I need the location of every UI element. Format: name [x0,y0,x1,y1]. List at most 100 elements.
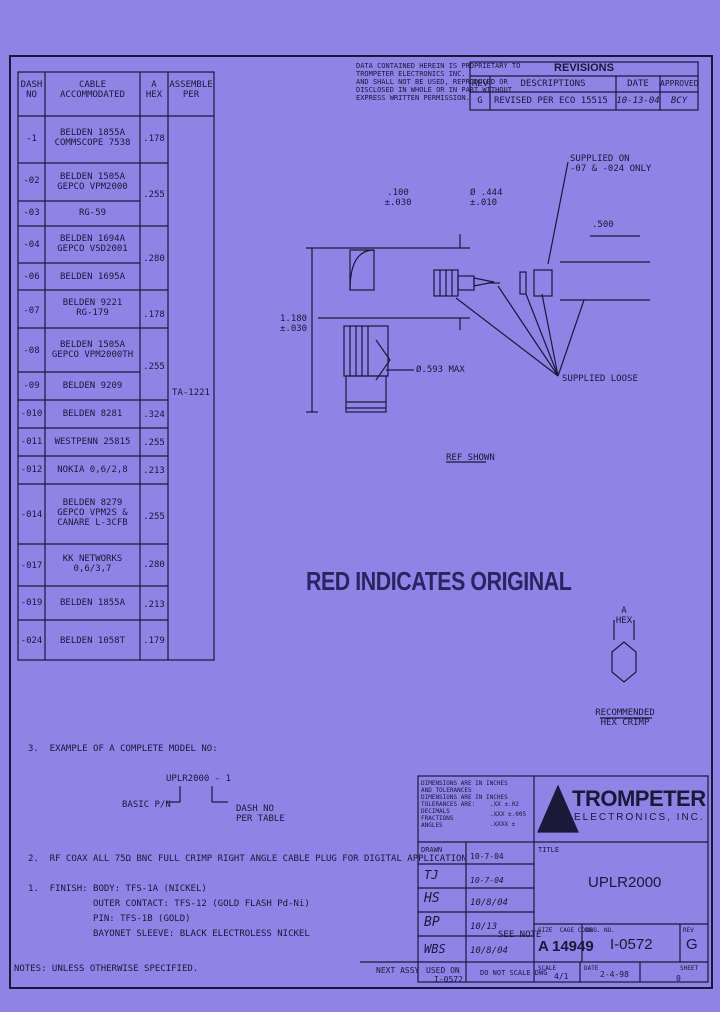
hex-value: .280 [143,560,165,570]
cable-row-5: BELDEN 1695A [59,272,126,282]
hex-value: .255 [143,362,165,372]
basic-pn: BASIC P/N [122,800,171,810]
dim-max: Ø.593 MAX [416,365,465,375]
dwg-label: DWG. NO. [586,927,615,934]
do-not-scale: DO NOT SCALE DWG [480,969,548,977]
header-dash: DASH NO [20,80,43,100]
dash-row-14: -019 [20,598,43,608]
trompeter-logo-text: TROMPETER [572,786,706,811]
date-header: DATE [627,79,649,89]
ref-label: REF SHOWN [446,453,495,463]
hex-value: .179 [143,636,165,646]
approved-value: BCY [670,96,688,106]
proprietary-note: DATA CONTAINED HEREIN IS PROPRIETARY TO … [356,62,521,102]
see-note: SEE NOTE [498,930,542,940]
drawing-title: UPLR2000 [588,874,662,891]
signature-4-date: 10/8/04 [470,946,508,956]
dash-row-7: -08 [23,346,40,356]
cable-row-6: BELDEN 9221 RG-179 [62,298,123,318]
cable-row-15: BELDEN 1058T [59,636,126,646]
date-value: 10-13-04 [616,96,660,106]
dash-row-11: -012 [20,465,43,475]
approved-header: APPROVED [660,79,699,88]
title-label: TITLE [538,846,560,854]
dash-row-5: -06 [23,272,40,282]
hex-value: .178 [143,134,165,144]
dim-width: .100 ±.030 [384,188,412,208]
dash-row-4: -04 [23,240,40,250]
cable-row-4: BELDEN 1694A GEPCO VSD2001 [57,234,128,254]
note-supplied-on: SUPPLIED ON -07 & -024 ONLY [570,154,652,174]
sheet-label: SHEET [680,965,699,972]
hex-value: .255 [143,438,165,448]
cage-code: 14949 [552,938,594,955]
drawn-date: 10-7-04 [470,852,504,861]
header-assemble: ASSEMBLE PER [169,80,213,100]
rev-block: G [686,936,698,953]
cable-row-8: BELDEN 9209 [62,381,123,391]
dash-row-3: -03 [23,208,40,218]
signature-4: WBS [424,942,446,956]
notes-unless: NOTES: UNLESS OTHERWISE SPECIFIED. [14,964,199,974]
note-supplied-loose: SUPPLIED LOOSE [562,374,638,384]
dim-length: .500 [592,220,614,230]
scale-value: 4/1 [554,972,569,981]
hex-value: .213 [143,466,165,476]
date-value: 2-4-98 [600,970,629,979]
desc-value: REVISED PER ECO 15515 [494,96,608,106]
dash-row-10: -011 [20,437,43,447]
rev-label: REV [683,927,694,934]
used-on: USED ON [426,966,460,975]
dim-height: 1.180 ±.030 [280,314,308,334]
note-3: 3. EXAMPLE OF A COMPLETE MODEL NO: [28,744,218,754]
rev-value: G [477,96,483,106]
cable-row-9: BELDEN 8281 [62,409,123,419]
hex-value: .255 [143,190,165,200]
rev-header: REV [471,79,489,89]
cable-row-2: BELDEN 1505A GEPCO VPM2000 [57,172,128,192]
header-hex: A HEX [145,80,163,100]
cable-row-12: BELDEN 8279 GEPCO VPM2S & CANARE L-3CFB [57,498,128,528]
sheet-value: 0 [676,974,681,983]
cable-row-10: WESTPENN 25815 [54,437,131,447]
desc-header: DESCRIPTIONS [520,79,586,89]
date-label: DATE [584,965,599,972]
tolerance-values: .XX ±.02 .XXX ±.005 .XXXX ± [490,801,527,828]
dim-diameter: Ø .444 ±.010 [470,188,503,208]
trompeter-logo-sub: ELECTRONICS, INC. [574,812,705,823]
cable-row-13: KK NETWORKS 0,6/3,7 [62,554,123,574]
cable-row-14: BELDEN 1855A [59,598,126,608]
signature-1-date: 10-7-04 [470,876,504,885]
note-1: 1. FINISH: BODY: TFS-1A (NICKEL) OUTER C… [28,884,310,939]
signature-1: TJ [424,868,439,882]
drawn-label: DRAWN [421,846,443,854]
size-label: SIZE CAGE CODE [538,927,593,934]
note-2: 2. RF COAX ALL 75Ω BNC FULL CRIMP RIGHT … [28,854,467,864]
red-indicates-original: RED INDICATES ORIGINAL [306,566,572,596]
tolerance-note: DIMENSIONS ARE IN INCHES AND TOLERANCES … [421,780,508,829]
hex-value: .255 [143,512,165,522]
cable-row-1: BELDEN 1855A COMMSCOPE 7538 [54,128,131,148]
dash-per-table: DASH NO PER TABLE [236,804,285,824]
signature-3-date: 10/13 [470,922,498,932]
dash-row-2: -02 [23,176,40,186]
dash-row-1: -1 [26,134,37,144]
cable-row-7: BELDEN 1505A GEPCO VPM2000TH [51,340,134,360]
dash-row-9: -010 [20,409,43,419]
header-cable: CABLE ACCOMMODATED [59,80,126,100]
hex-value: .324 [143,410,165,420]
hex-value: .280 [143,254,165,264]
assemble-value: TA-1221 [172,388,210,398]
crimp-label: RECOMMENDED HEX CRIMP [595,708,655,728]
dash-row-13: -017 [20,561,43,571]
cable-row-11: NOKIA 0,6/2,8 [57,465,128,475]
dash-row-12: -014 [20,510,43,520]
model-example: UPLR2000 - 1 [166,774,232,784]
hex-value: .178 [143,310,165,320]
size-value: A [538,938,549,955]
signature-3: BP [424,915,440,930]
signature-2-date: 10/8/04 [470,898,508,908]
dash-row-8: -09 [23,381,40,391]
scale-label: SCALE [538,965,557,972]
next-assy: NEXT ASSY [376,966,420,975]
